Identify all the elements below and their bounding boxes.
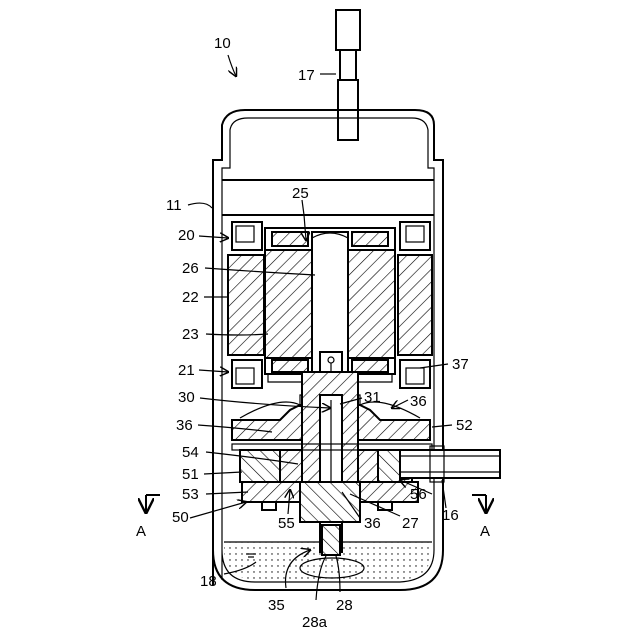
label-36-lower: 36 bbox=[364, 515, 381, 532]
discharge-pipe bbox=[336, 10, 360, 140]
label-56: 56 bbox=[410, 486, 427, 503]
label-17: 17 bbox=[298, 67, 315, 84]
label-31: 31 bbox=[364, 389, 381, 406]
label-55: 55 bbox=[278, 515, 295, 532]
label-21: 21 bbox=[178, 362, 195, 379]
label-51: 51 bbox=[182, 466, 199, 483]
label-35: 35 bbox=[268, 597, 285, 614]
compression-mechanism bbox=[232, 372, 432, 525]
label-36-upper: 36 bbox=[410, 393, 427, 410]
label-53: 53 bbox=[182, 486, 199, 503]
label-25: 25 bbox=[292, 185, 309, 202]
label-section-a-left: A bbox=[136, 523, 146, 540]
label-36-left: 36 bbox=[176, 417, 193, 434]
label-18: 18 bbox=[200, 573, 217, 590]
suction-pipe bbox=[400, 446, 500, 482]
label-28: 28 bbox=[336, 597, 353, 614]
label-11: 11 bbox=[166, 197, 182, 214]
label-section-a-right: A bbox=[480, 523, 490, 540]
label-28a: 28a bbox=[302, 614, 328, 631]
label-52: 52 bbox=[456, 417, 473, 434]
label-37: 37 bbox=[452, 356, 469, 373]
label-16: 16 bbox=[442, 507, 459, 524]
label-30: 30 bbox=[178, 389, 195, 406]
label-10: 10 bbox=[214, 35, 231, 52]
label-54: 54 bbox=[182, 444, 199, 461]
label-50: 50 bbox=[172, 509, 189, 526]
label-23: 23 bbox=[182, 326, 199, 343]
label-22: 22 bbox=[182, 289, 199, 306]
label-20: 20 bbox=[178, 227, 195, 244]
label-26: 26 bbox=[182, 260, 199, 277]
label-27: 27 bbox=[402, 515, 419, 532]
